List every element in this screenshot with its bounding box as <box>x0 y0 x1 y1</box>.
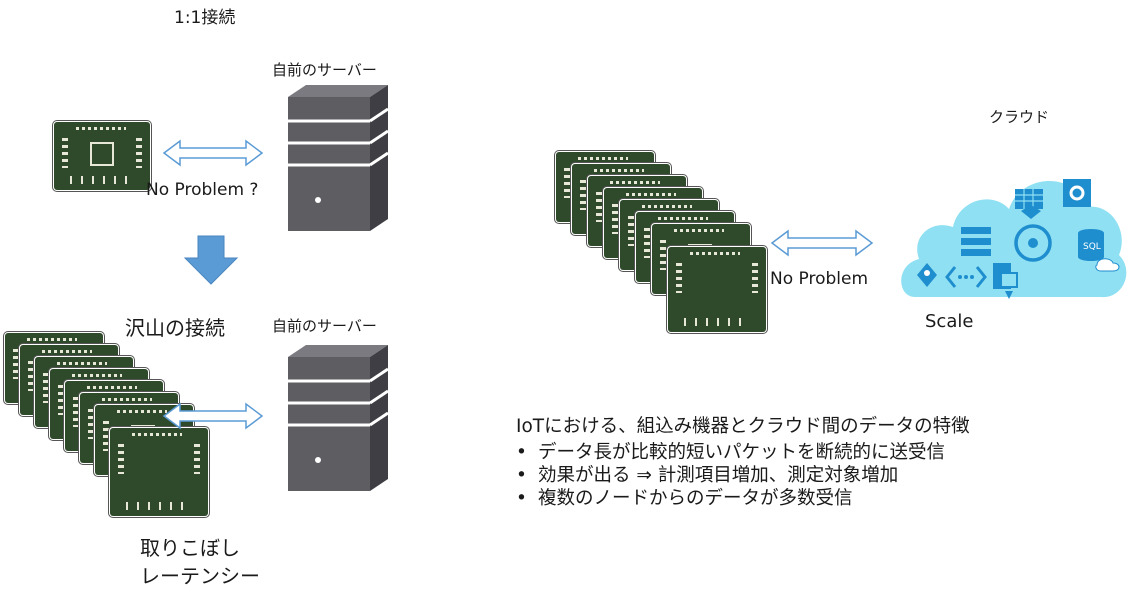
key-icon <box>917 263 937 287</box>
two-way-arrow-top <box>162 139 264 167</box>
svg-text:SQL: SQL <box>1083 242 1101 252</box>
sql-icon: SQL <box>1078 229 1120 272</box>
scale-label: Scale <box>925 311 974 332</box>
two-way-arrow-cloud <box>770 229 874 257</box>
server-icon-bottom <box>288 345 389 491</box>
list-item: 効果が出る ⇒ 計測項目増加、測定対象増加 <box>510 464 945 487</box>
device-board-single <box>54 122 150 190</box>
list-item: データ長が比較的短いパケットを断続的に送受信 <box>510 441 945 464</box>
network-icon <box>1014 224 1052 262</box>
table-icon <box>1015 189 1043 219</box>
api-icon <box>945 266 987 288</box>
many-connections-label: 沢山の接続 <box>125 316 225 340</box>
server-icon-top <box>288 85 389 231</box>
no-problem-label: No Problem <box>770 269 869 289</box>
cloud-icon: SQL <box>901 179 1127 299</box>
latency-label: レーテンシー <box>140 564 260 588</box>
list-item: 複数のノードからのデータが多数受信 <box>510 487 945 510</box>
title-one-to-one: 1:1接続 <box>174 8 236 28</box>
own-server-label-bottom: 自前のサーバー <box>272 317 377 335</box>
features-list: データ長が比較的短いパケットを断続的に送受信 効果が出る ⇒ 計測項目増加、測定… <box>510 441 945 510</box>
drop-label: 取りこぼし <box>140 536 240 560</box>
settings-icon <box>1063 179 1091 207</box>
features-heading: IoTにおける、組込み機器とクラウド間のデータの特徴 <box>516 416 970 437</box>
down-arrow <box>183 235 239 285</box>
cloud-label: クラウド <box>989 108 1050 126</box>
queue-icon <box>961 227 991 256</box>
own-server-label-top: 自前のサーバー <box>272 61 377 79</box>
two-way-arrow-bottom <box>162 402 264 430</box>
document-icon <box>993 263 1018 299</box>
no-problem-question: No Problem ? <box>146 180 259 200</box>
